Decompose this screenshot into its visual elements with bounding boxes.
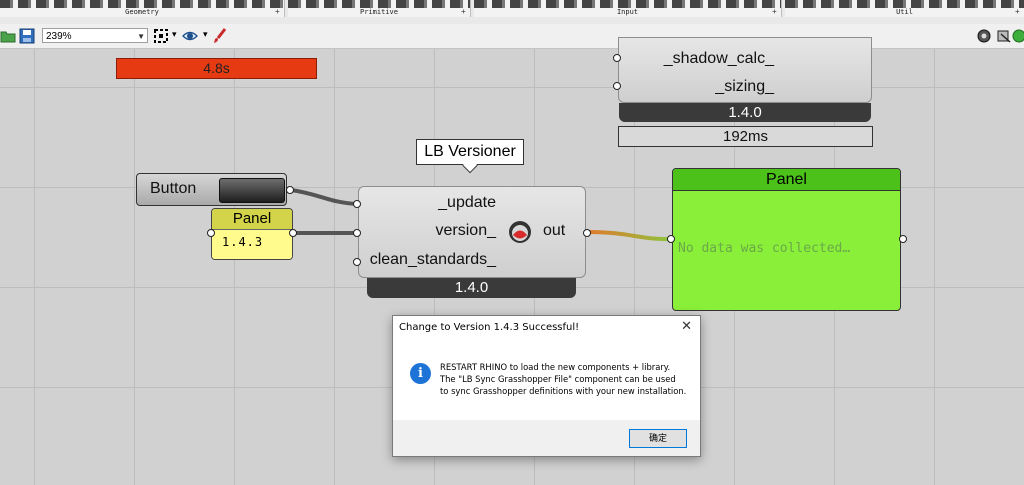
input-grip[interactable] [667, 235, 675, 243]
version-label: 1.4.0 [367, 278, 576, 298]
chevron-down-icon[interactable]: ▾ [203, 29, 208, 39]
output-grip[interactable] [583, 229, 591, 237]
rhino-icon[interactable] [1011, 28, 1024, 44]
button-component-label: Button [150, 180, 197, 197]
message-line: The "LB Sync Grasshopper File" component… [440, 374, 676, 384]
ribbon-group-label: Input [616, 8, 639, 16]
expand-group-icon[interactable]: + [772, 7, 777, 16]
input-grip[interactable] [613, 82, 621, 90]
ladybug-icon [509, 221, 531, 243]
input-component-icons[interactable] [474, 0, 781, 8]
input-param-version[interactable]: version_ [435, 222, 496, 239]
input-param-clean-standards[interactable]: clean_standards_ [369, 251, 496, 268]
component-name-tooltip: LB Versioner [416, 139, 524, 165]
version-label: 1.4.0 [619, 103, 871, 122]
expand-group-icon[interactable]: + [461, 7, 466, 16]
ribbon-group-primitive[interactable]: Primitive + [288, 0, 471, 17]
zoom-value: 239% [46, 31, 72, 42]
button-knob[interactable] [219, 178, 285, 203]
close-icon[interactable]: ✕ [681, 319, 692, 334]
dialog-message: RESTART RHINO to load the new components… [440, 361, 686, 397]
input-grip[interactable] [353, 258, 361, 266]
ribbon-group-label: Primitive [360, 8, 398, 16]
ribbon-group-label: Util [896, 8, 913, 16]
button-wire [290, 188, 359, 206]
output-panel[interactable]: Panel No data was collected… [672, 168, 901, 311]
message-dialog: Change to Version 1.4.3 Successful! ✕ i … [392, 315, 701, 457]
input-grip[interactable] [613, 54, 621, 62]
zoom-select[interactable]: 239% ▼ [42, 28, 148, 43]
input-grip[interactable] [353, 229, 361, 237]
lb-versioner-component[interactable]: _update version_ clean_standards_ out [358, 186, 586, 278]
shaded-preview-icon[interactable] [976, 28, 992, 44]
chevron-down-icon[interactable]: ▼ [137, 32, 145, 41]
ribbon-group-input[interactable]: Input + [474, 0, 782, 17]
ribbon-group-label: Geometry [125, 8, 159, 16]
output-grip[interactable] [286, 186, 294, 194]
output-grip[interactable] [899, 235, 907, 243]
profiler-timer: 192ms [618, 126, 873, 147]
canvas-toolbar: 239% ▼ ▾ ▾ [0, 24, 1024, 49]
output-grip[interactable] [289, 229, 297, 237]
expand-group-icon[interactable]: + [275, 7, 280, 16]
message-line: to sync Grasshopper definitions with you… [440, 386, 687, 396]
upper-component[interactable]: _shadow_calc_ _sizing_ [618, 37, 872, 103]
ok-button[interactable]: 确定 [629, 429, 687, 448]
input-param[interactable]: _sizing_ [715, 78, 774, 95]
wire-display-icon[interactable] [996, 28, 1012, 44]
panel-content: No data was collected… [678, 241, 851, 256]
expand-group-icon[interactable]: + [1015, 7, 1020, 16]
profiler-timer: 4.8s [116, 58, 317, 79]
open-file-icon[interactable] [0, 28, 16, 44]
input-param-update[interactable]: _update [438, 194, 496, 211]
primitive-component-icons[interactable] [288, 0, 470, 8]
ribbon-group-util[interactable]: Util + [785, 0, 1024, 17]
wires [290, 188, 673, 242]
button-component[interactable]: Button [136, 173, 287, 206]
input-grip[interactable] [207, 229, 215, 237]
dialog-title: Change to Version 1.4.3 Successful! [399, 322, 580, 333]
out-wire [588, 230, 673, 242]
geometry-component-icons[interactable] [0, 0, 284, 8]
panel-value[interactable]: 1.4.3 [212, 230, 292, 259]
save-icon[interactable] [19, 28, 35, 44]
dialog-footer: 确定 [393, 420, 700, 456]
panel-title: Panel [212, 209, 292, 230]
input-grip[interactable] [353, 200, 361, 208]
output-param-out[interactable]: out [543, 222, 566, 239]
sketch-icon[interactable] [153, 28, 169, 44]
info-icon: i [410, 363, 431, 384]
preview-eye-icon[interactable] [182, 28, 198, 44]
chevron-down-icon[interactable]: ▾ [172, 29, 177, 39]
ribbon-group-geometry[interactable]: Geometry + [0, 0, 285, 17]
component-ribbon: Geometry + Primitive + Input + Util + [0, 0, 1024, 24]
util-component-icons[interactable] [785, 0, 1024, 8]
version-panel[interactable]: Panel 1.4.3 [211, 208, 293, 260]
panel-title: Panel [673, 169, 900, 191]
input-param[interactable]: _shadow_calc_ [663, 50, 774, 67]
paint-brush-icon[interactable] [212, 28, 228, 44]
message-line: RESTART RHINO to load the new components… [440, 362, 671, 372]
